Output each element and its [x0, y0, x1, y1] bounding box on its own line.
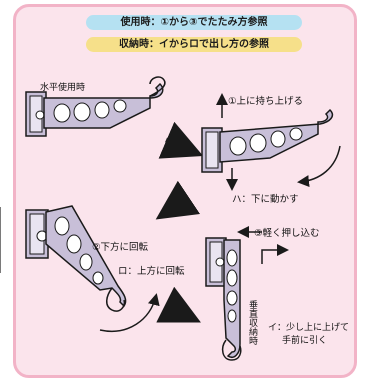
label-step-i-line1: イ：少し上に上げて [268, 322, 349, 333]
label-horizontal-use: 水平使用時 [40, 81, 85, 93]
lifting-bracket [201, 108, 334, 173]
side-divider-line [0, 207, 1, 273]
horizontal-bracket [25, 76, 166, 137]
usage-instruction-banner: 使用時：①から③でたたみ方参照 [86, 15, 302, 30]
label-step-i-line2: 手前に引く [282, 334, 327, 346]
label-step-ha: ハ：下に動かす [232, 194, 299, 205]
storage-instruction-banner: 収納時：イからロで出し方の参照 [86, 37, 302, 52]
label-step3: ③軽く押し込む [254, 227, 320, 239]
label-step1: ①上に持ち上げる [228, 95, 303, 107]
vertical-bracket [205, 237, 242, 361]
curved-arrow-up-icon [99, 293, 160, 332]
arrow-right-down-icon [156, 286, 201, 323]
label-vertical-storage: 垂直収納時 [247, 299, 258, 345]
curved-arrow-icon [297, 145, 341, 188]
label-step-ro: ロ：上方に回転 [118, 265, 185, 277]
bent-arrow-icon [261, 244, 289, 264]
arrow-left-down-icon [155, 180, 201, 220]
rotating-bracket [25, 205, 127, 312]
label-step2: ②下方に回転 [92, 241, 149, 253]
arrow-right-icon [158, 121, 204, 159]
